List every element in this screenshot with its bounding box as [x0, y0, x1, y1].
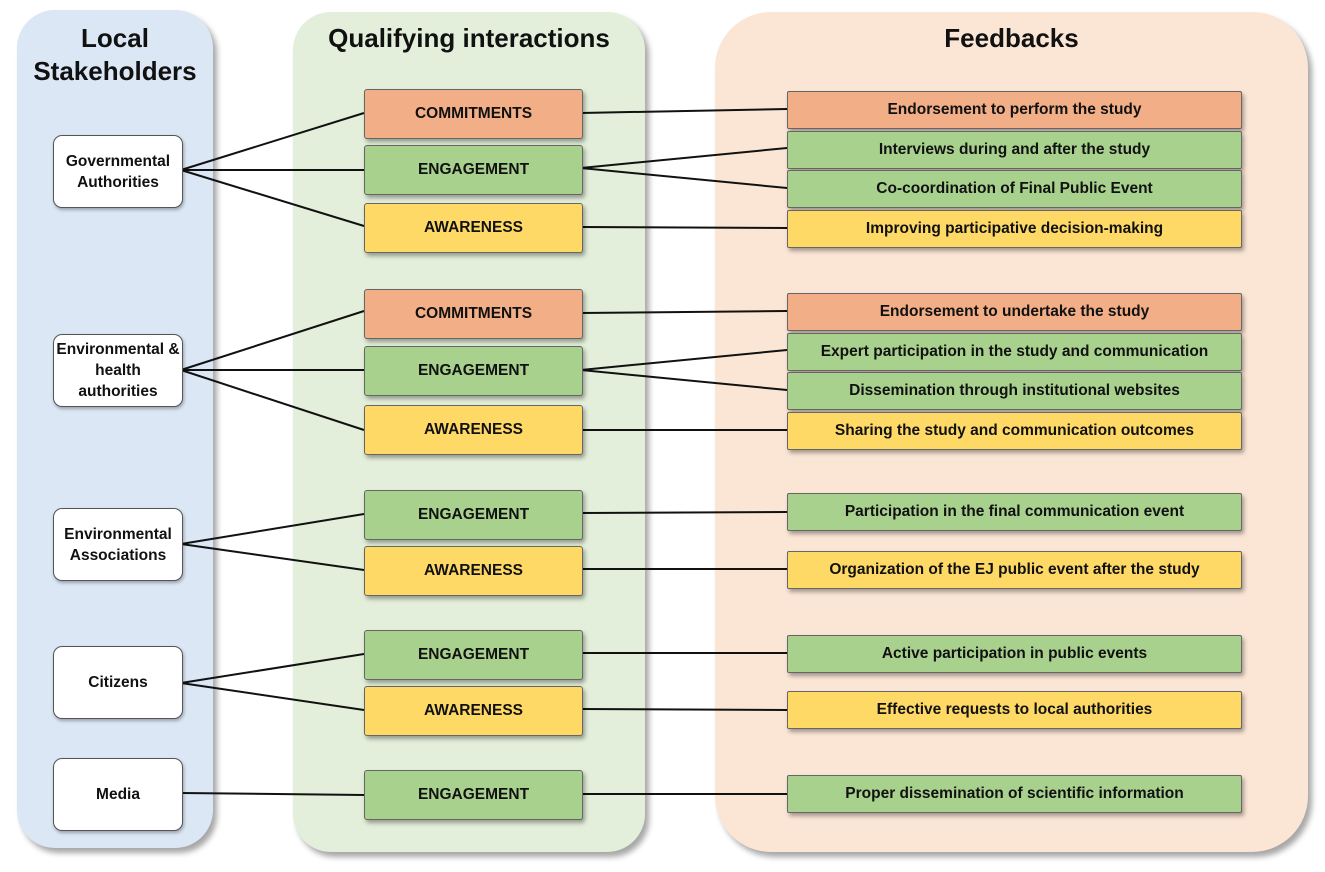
- interaction-engagement: ENGAGEMENT: [364, 630, 583, 680]
- feedback-box: Participation in the final communication…: [787, 493, 1242, 531]
- stakeholder-governmental-authorities: Governmental Authorities: [53, 135, 183, 208]
- connector-line: [180, 653, 365, 684]
- feedback-box: Co-coordination of Final Public Event: [787, 170, 1242, 208]
- connector-line: [580, 708, 788, 711]
- interaction-awareness: AWARENESS: [364, 546, 583, 596]
- connector-line: [580, 310, 788, 314]
- feedback-box: Effective requests to local authorities: [787, 691, 1242, 729]
- feedbacks-column-title: Feedbacks: [944, 23, 1079, 53]
- connector-line: [580, 511, 788, 514]
- interaction-engagement: ENGAGEMENT: [364, 145, 583, 195]
- connector-line: [180, 169, 365, 227]
- connector-line: [580, 226, 788, 229]
- feedback-box: Organization of the EJ public event afte…: [787, 551, 1242, 589]
- feedback-box: Dissemination through institutional webs…: [787, 372, 1242, 410]
- connector-line: [180, 310, 365, 371]
- interaction-commitments: COMMITMENTS: [364, 289, 583, 339]
- connector-line: [180, 112, 365, 171]
- feedback-box: Endorsement to undertake the study: [787, 293, 1242, 331]
- connector-line: [580, 369, 788, 391]
- feedback-box: Sharing the study and communication outc…: [787, 412, 1242, 450]
- connector-line: [580, 349, 788, 371]
- connector-line: [180, 369, 365, 431]
- interaction-engagement: ENGAGEMENT: [364, 346, 583, 396]
- feedback-box: Proper dissemination of scientific infor…: [787, 775, 1242, 813]
- stakeholders-column-title: Local Stakeholders: [33, 23, 197, 86]
- connector-line: [580, 167, 788, 189]
- interaction-commitments: COMMITMENTS: [364, 89, 583, 139]
- stakeholder-environmental-associations: Environmental Associations: [53, 508, 183, 581]
- interaction-engagement: ENGAGEMENT: [364, 490, 583, 540]
- interactions-column-title: Qualifying interactions: [328, 23, 610, 53]
- connector-line: [580, 147, 788, 169]
- stakeholder-media: Media: [53, 758, 183, 831]
- connector-line: [180, 792, 365, 796]
- feedback-box: Interviews during and after the study: [787, 131, 1242, 169]
- connector-line: [180, 543, 365, 571]
- stakeholder-environmental-health-authorities: Environmental & health authorities: [53, 334, 183, 407]
- interaction-awareness: AWARENESS: [364, 686, 583, 736]
- connector-line: [180, 513, 365, 545]
- interaction-awareness: AWARENESS: [364, 203, 583, 253]
- connector-line: [180, 682, 365, 711]
- feedback-box: Expert participation in the study and co…: [787, 333, 1242, 371]
- interaction-engagement: ENGAGEMENT: [364, 770, 583, 820]
- feedback-box: Improving participative decision-making: [787, 210, 1242, 248]
- stakeholder-citizens: Citizens: [53, 646, 183, 719]
- interaction-awareness: AWARENESS: [364, 405, 583, 455]
- connector-line: [580, 108, 788, 114]
- feedback-box: Active participation in public events: [787, 635, 1242, 673]
- feedback-box: Endorsement to perform the study: [787, 91, 1242, 129]
